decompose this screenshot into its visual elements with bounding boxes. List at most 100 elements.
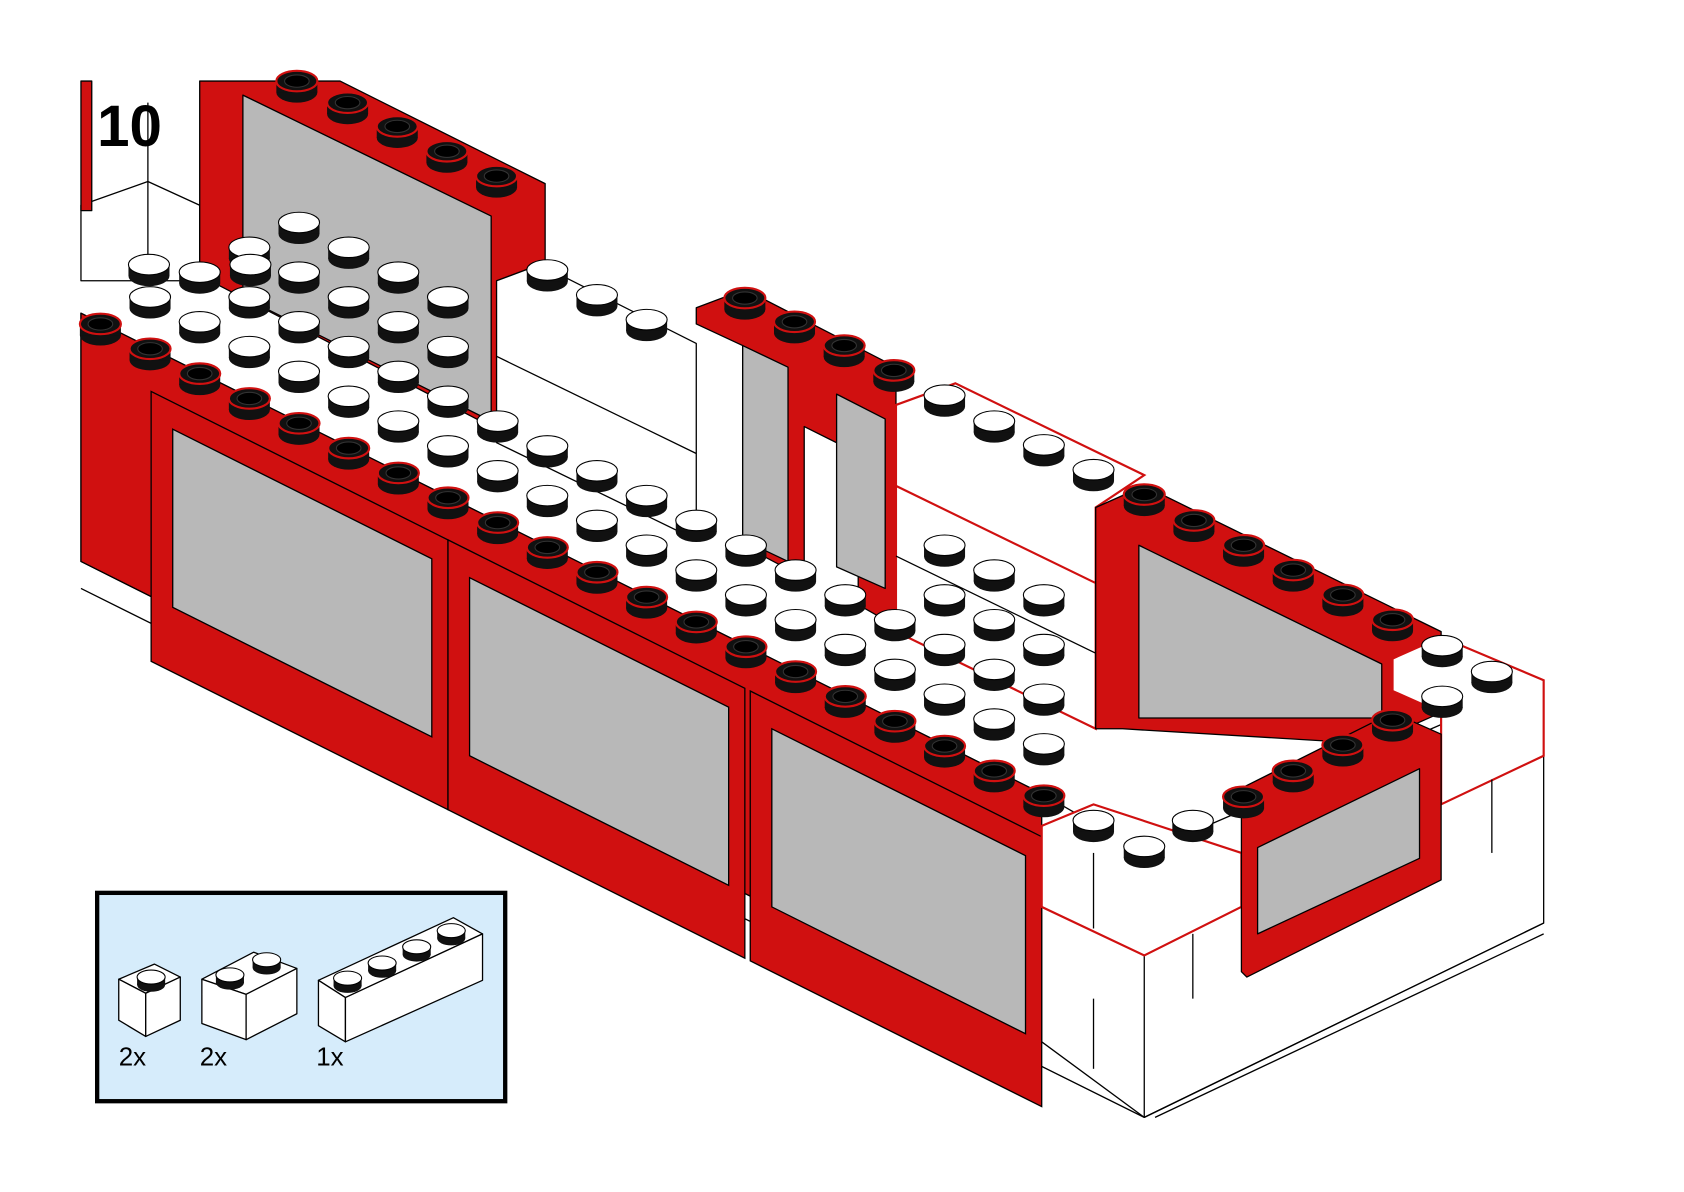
white-stud [1072,458,1115,492]
white-stud [923,534,966,567]
white-stud [1123,835,1166,868]
front-window-panels [150,390,1043,1108]
red-stud [772,310,817,344]
red-stud [326,91,370,125]
white-stud [476,410,519,443]
red-stud [1172,509,1216,542]
part-brick-1x4 [317,917,484,1043]
front-window [447,538,746,960]
white-stud [923,584,966,617]
white-stud [575,509,619,542]
white-stud [824,584,867,617]
red-stud [376,461,420,495]
white-stud [973,410,1016,443]
red-stud [872,359,916,392]
white-stud [873,608,916,642]
brick-seam-red [895,484,1097,585]
red-stud [1370,608,1415,642]
white-stud [774,608,817,642]
red-stud [723,286,767,320]
red-stud [78,312,122,346]
part-quantity: 2x [119,1044,146,1072]
white-stud [377,360,420,394]
red-stud [1122,483,1166,517]
red-stud [823,685,867,718]
white-stud [1022,733,1065,766]
white-stud [476,459,519,493]
model-assembly [78,69,1545,1119]
red-stud [873,709,917,743]
white-stud [136,969,166,992]
red-stud [425,139,469,173]
red-stud [1321,583,1365,617]
part-stud [436,923,466,946]
white-stud [277,211,321,245]
white-stud [675,559,718,592]
part-stud [252,952,282,975]
brick-seam [895,555,1096,654]
white-stud [923,384,966,417]
white-stud [923,683,966,716]
base-edge-2 [1154,933,1544,1118]
window-glass [468,576,730,887]
white-stud [402,939,432,962]
window-glass [172,428,433,738]
white-stud [1421,634,1464,668]
red-stud [275,69,319,103]
red-stud [128,337,172,371]
red-stud [575,560,619,594]
red-stud [1321,733,1365,767]
window-glass [771,727,1027,1035]
white-stud [526,435,569,468]
red-stud [625,585,669,619]
white-stud [1421,685,1464,718]
white-studs-area [127,69,1513,766]
part-stud [402,939,432,962]
white-stud [229,253,272,287]
red-stud [674,610,718,644]
white-stud [1171,809,1214,843]
white-stud [178,261,221,294]
white-stud [333,970,363,993]
red-frame-edge [80,80,93,212]
white-stud [178,311,221,344]
white-stud [436,923,466,946]
white-stud [625,534,668,567]
white-stud [625,308,668,342]
red-stud [525,536,569,569]
part-quantity: 1x [316,1044,343,1072]
white-stud [377,410,420,443]
white-stud [327,335,370,369]
red-stud [1271,558,1315,592]
white-stud [426,286,470,319]
white-stud [252,952,282,975]
part-brick-1x2 [201,951,298,1041]
red-stud [972,759,1016,793]
white-stud [873,658,916,691]
white-stud [724,534,767,567]
red-stud [178,362,222,396]
white-stud [426,435,470,468]
white-stud [426,385,470,418]
red-stud [476,511,520,545]
red-stud [773,660,818,694]
white-stud [923,633,966,667]
white-stud [1470,660,1513,694]
red-stud [1221,533,1266,567]
white-stud [575,459,619,493]
white-stud [724,584,767,617]
white-stud [228,286,271,319]
white-stud [625,484,668,518]
red-stud [1370,708,1415,742]
part-brick-1x1 [118,963,181,1038]
white-stud [973,708,1016,741]
white-stud [973,608,1016,642]
brick-seam [496,355,697,455]
part-stud [367,955,397,978]
white-stud [367,955,397,978]
white-stud [1072,809,1115,843]
white-stud [215,967,245,990]
red-stud [375,115,419,148]
part-quantity: 2x [200,1044,227,1072]
